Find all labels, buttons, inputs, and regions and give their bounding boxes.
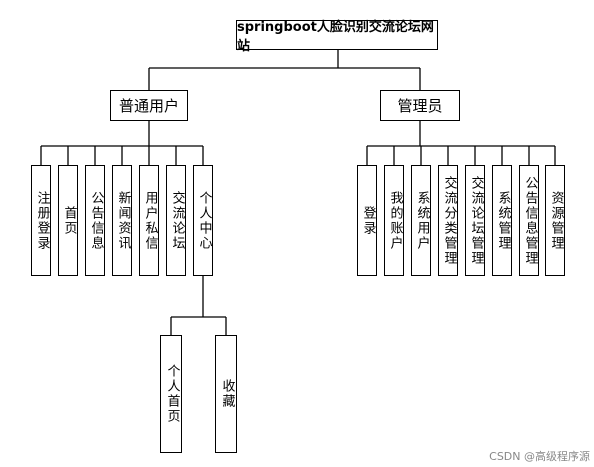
module-label: 首页 (61, 205, 77, 236)
module-my-account: 我的账户 (384, 165, 404, 276)
role-admin: 管理员 (380, 90, 460, 121)
role-user: 普通用户 (110, 90, 188, 121)
module-forum: 交流论坛 (166, 165, 186, 276)
module-label: 新闻资讯 (115, 190, 131, 251)
root-node: springboot人脸识别交流论坛网站 (236, 20, 438, 54)
module-system-users: 系统用户 (411, 165, 431, 276)
module-private-message: 用户私信 (139, 165, 159, 276)
module-label: 系统管理 (495, 190, 511, 251)
module-news: 新闻资讯 (112, 165, 132, 276)
module-home: 首页 (58, 165, 78, 276)
role-user-label: 普通用户 (118, 97, 179, 115)
module-favorites: 收藏 (215, 335, 237, 453)
module-system-management: 系统管理 (492, 165, 512, 276)
module-label: 我的账户 (387, 190, 403, 251)
watermark: CSDN @高级程序源 (489, 450, 590, 463)
module-label: 用户私信 (142, 190, 158, 251)
module-resource-management: 资源管理 (545, 165, 565, 276)
module-label: 系统用户 (414, 190, 430, 251)
module-category-management: 交流分类管理 (438, 165, 458, 276)
module-label: 交流分类管理 (441, 175, 457, 266)
module-label: 公告信息管理 (522, 175, 538, 266)
module-notice: 公告信息 (85, 165, 105, 276)
module-register-login: 注册登录 (31, 165, 51, 276)
module-label: 公告信息 (88, 190, 104, 251)
root-node-label: springboot人脸识别交流论坛网站 (237, 20, 434, 54)
module-label: 注册登录 (34, 190, 50, 251)
module-label: 交流论坛 (169, 190, 185, 251)
module-label: 资源管理 (548, 190, 564, 251)
module-forum-management: 交流论坛管理 (465, 165, 485, 276)
module-label: 个人中心 (196, 190, 212, 251)
module-personal-center: 个人中心 (193, 165, 213, 276)
module-personal-home: 个人首页 (160, 335, 182, 453)
module-label: 收藏 (219, 379, 235, 409)
module-label: 登录 (360, 205, 376, 236)
module-label: 个人首页 (164, 364, 180, 424)
module-label: 交流论坛管理 (468, 175, 484, 266)
module-notice-management: 公告信息管理 (519, 165, 539, 276)
role-admin-label: 管理员 (397, 97, 443, 115)
module-login: 登录 (357, 165, 377, 276)
